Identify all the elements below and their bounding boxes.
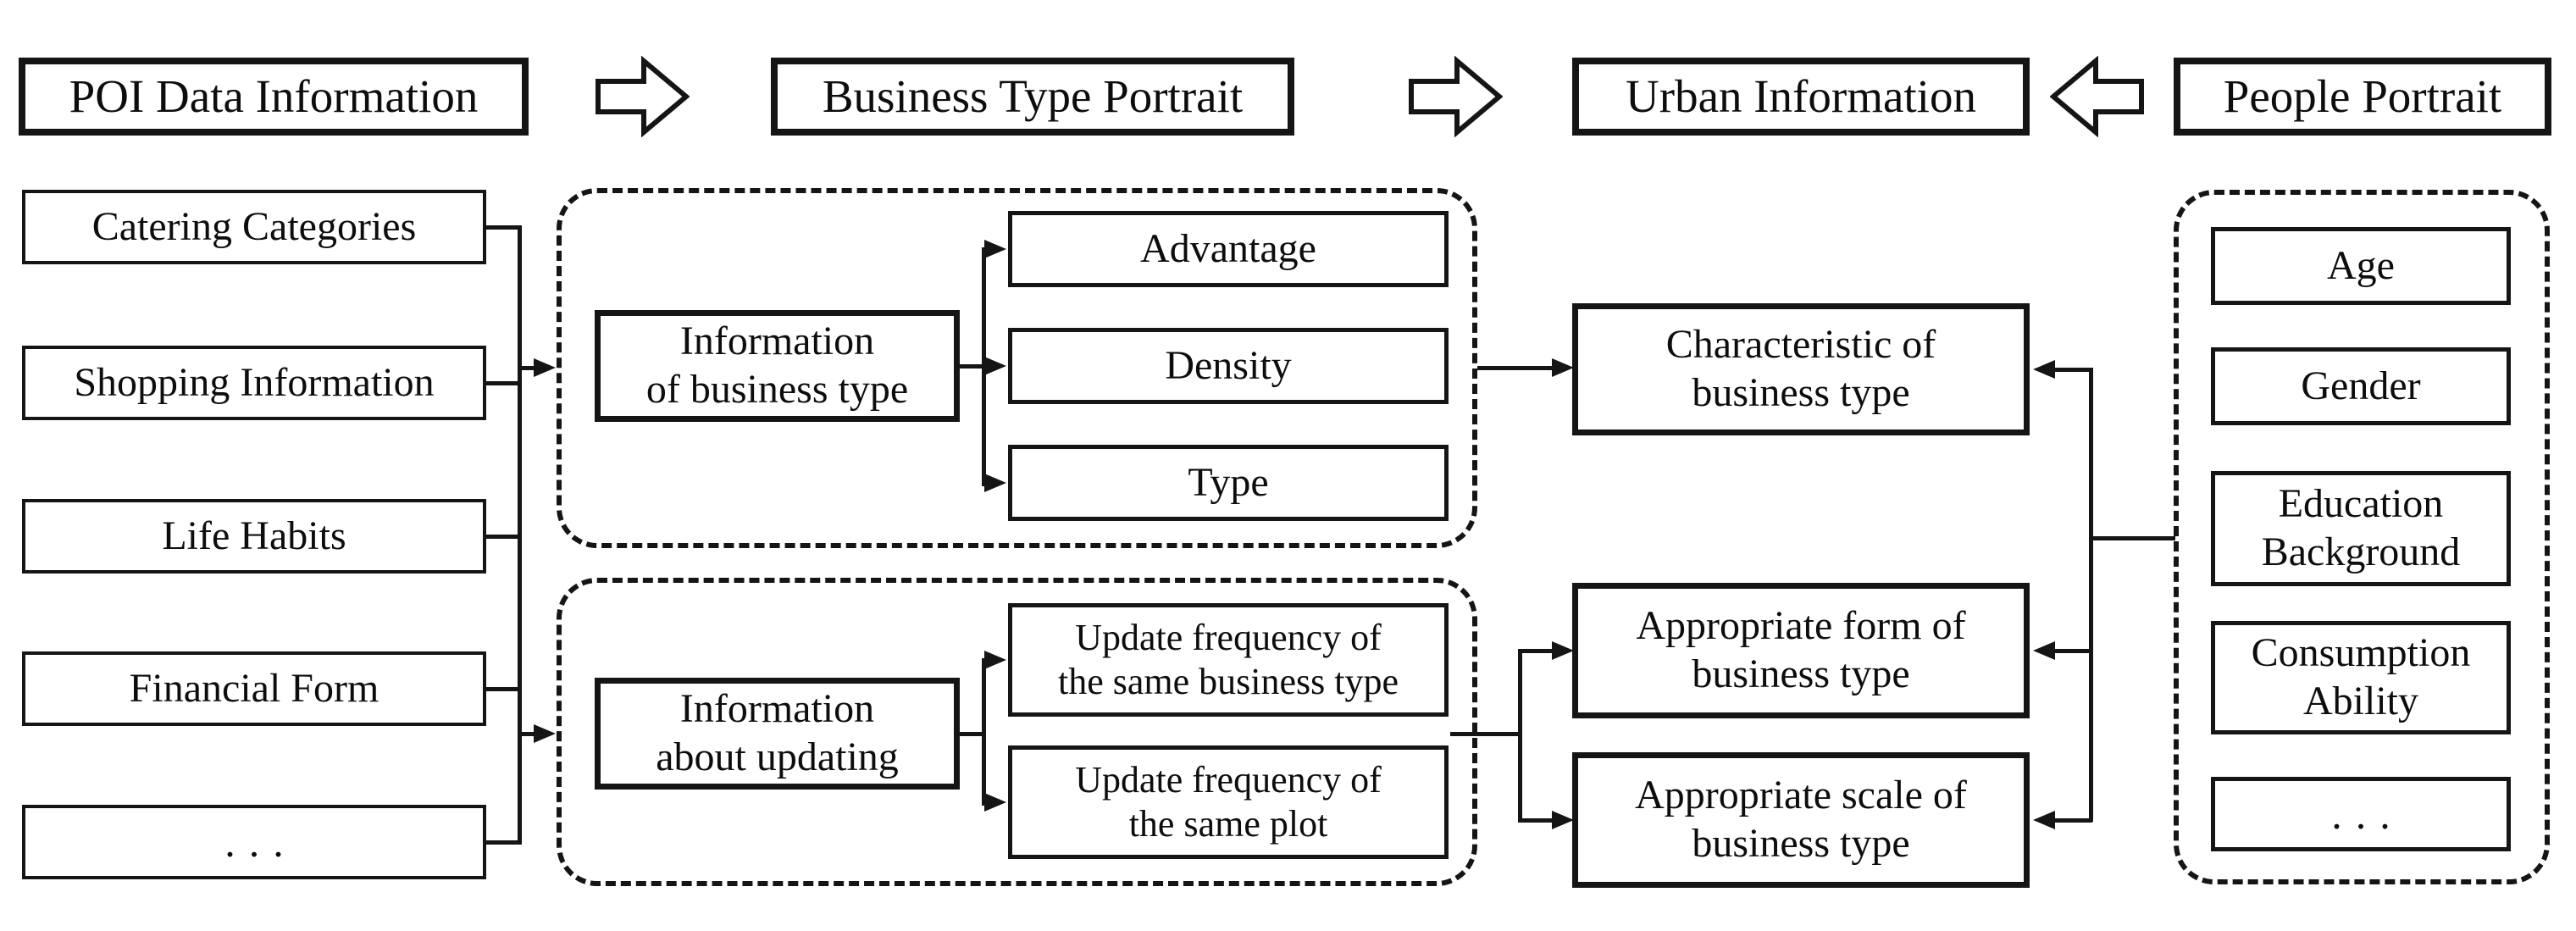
arrowhead-right-icon (1552, 358, 1574, 377)
people-item-education-background: Education Background (2211, 471, 2511, 586)
connector-line (1450, 732, 1521, 736)
box-label: Gender (2301, 363, 2421, 408)
header-people-portrait: People Portrait (2174, 58, 2551, 136)
connector-line (518, 366, 536, 370)
box-label: ... (2331, 790, 2404, 838)
branch-line (1518, 649, 1522, 822)
header-poi-label: POI Data Information (69, 69, 479, 122)
poi-item-label: Shopping Information (74, 359, 435, 405)
people-item-age: Age (2211, 227, 2511, 305)
box-label: Advantage (1140, 225, 1316, 271)
connector-line (2053, 368, 2092, 372)
poi-item-label: Catering Categories (91, 203, 417, 249)
box-label-line: Update frequency of (1075, 759, 1382, 801)
flow-arrow-left-icon (2050, 56, 2144, 137)
box-label-line: Appropriate scale of (1635, 773, 1967, 818)
flow-arrow-right-icon (1409, 56, 1503, 137)
box-label-line: Information (679, 686, 875, 732)
flow-arrow-right-icon (596, 56, 690, 137)
people-portrait-group (2174, 190, 2550, 884)
arrowhead-right-icon (534, 358, 556, 377)
characteristic-of-business-type-box: Characteristic of business type (1572, 303, 2030, 435)
info-of-business-type-box: Information of business type (595, 310, 960, 422)
box-label-line: the same business type (1057, 661, 1399, 702)
header-poi-data-information: POI Data Information (19, 58, 529, 136)
box-label-line: Consumption (2251, 630, 2471, 676)
connector-line (486, 687, 522, 691)
box-label-line: business type (1692, 651, 1910, 696)
density-box: Density (1008, 328, 1449, 404)
box-label-line: Appropriate form of (1636, 603, 1966, 649)
info-about-updating-box: Information about updating (595, 678, 960, 790)
box-label-line: Ability (2302, 679, 2418, 723)
arrowhead-right-icon (534, 724, 556, 743)
arrowhead-left-icon (2033, 360, 2055, 379)
header-business-label: Business Type Portrait (822, 69, 1244, 122)
box-label-line: Update frequency of (1075, 617, 1382, 659)
connector-line (1477, 366, 1555, 370)
connector-line (518, 732, 536, 736)
people-item-gender: Gender (2211, 347, 2511, 425)
box-label-line: Background (2261, 529, 2461, 574)
poi-item-ellipsis: ... (22, 805, 486, 879)
box-label-line: business type (1692, 370, 1910, 415)
connector-line (486, 225, 522, 230)
box-label: Age (2327, 242, 2395, 288)
poi-item-financial-form: Financial Form (22, 651, 486, 726)
arrowhead-right-icon (984, 357, 1006, 375)
connector-line (486, 381, 522, 385)
box-label-line: the same plot (1128, 803, 1328, 845)
connector-line (2053, 818, 2092, 823)
poi-item-catering-categories: Catering Categories (22, 190, 486, 264)
connector-line (2053, 649, 2092, 653)
box-label: Type (1188, 459, 1269, 505)
poi-item-label: ... (224, 817, 297, 866)
people-bus-line (2089, 368, 2093, 822)
arrowhead-right-icon (1552, 811, 1574, 829)
box-label-line: Characteristic of (1665, 322, 1936, 368)
connector-line (1518, 649, 1555, 653)
connector-line (960, 732, 986, 736)
box-label-line: Education (2278, 481, 2444, 527)
connector-line (1518, 818, 1555, 823)
advantage-box: Advantage (1008, 211, 1449, 287)
header-urban-label: Urban Information (1626, 69, 1976, 122)
box-label: Density (1165, 342, 1292, 388)
connector-line (486, 840, 522, 845)
branch-line (982, 658, 986, 806)
arrowhead-right-icon (984, 474, 1006, 492)
branch-line (982, 247, 986, 486)
appropriate-scale-of-business-type-box: Appropriate scale of business type (1572, 752, 2030, 888)
people-item-consumption-ability: Consumption Ability (2211, 621, 2511, 734)
poi-item-life-habits: Life Habits (22, 499, 486, 574)
poi-item-label: Life Habits (162, 513, 346, 558)
people-item-ellipsis: ... (2211, 777, 2511, 851)
arrowhead-left-icon (2033, 811, 2055, 829)
connector-line (2089, 536, 2175, 540)
update-frequency-same-business-type-box: Update frequency of the same business ty… (1008, 603, 1449, 717)
arrowhead-left-icon (2033, 641, 2055, 660)
box-label-line: of business type (645, 367, 909, 412)
header-urban-information: Urban Information (1572, 58, 2030, 136)
arrowhead-right-icon (1552, 641, 1574, 660)
type-box: Type (1008, 445, 1449, 521)
appropriate-form-of-business-type-box: Appropriate form of business type (1572, 583, 2030, 718)
box-label-line: business type (1692, 821, 1910, 866)
header-business-type-portrait: Business Type Portrait (771, 58, 1294, 136)
arrowhead-right-icon (984, 651, 1006, 669)
update-frequency-same-plot-box: Update frequency of the same plot (1008, 745, 1449, 859)
box-label-line: about updating (656, 734, 899, 779)
poi-bus-line (518, 225, 522, 845)
arrowhead-right-icon (984, 793, 1006, 812)
arrowhead-right-icon (984, 240, 1006, 258)
business-type-info-group (557, 188, 1477, 548)
header-people-label: People Portrait (2223, 69, 2502, 122)
poi-item-shopping-information: Shopping Information (22, 346, 486, 420)
connector-line (486, 535, 522, 539)
connector-line (960, 364, 986, 369)
box-label-line: Information (679, 319, 875, 364)
poi-item-label: Financial Form (129, 665, 379, 711)
